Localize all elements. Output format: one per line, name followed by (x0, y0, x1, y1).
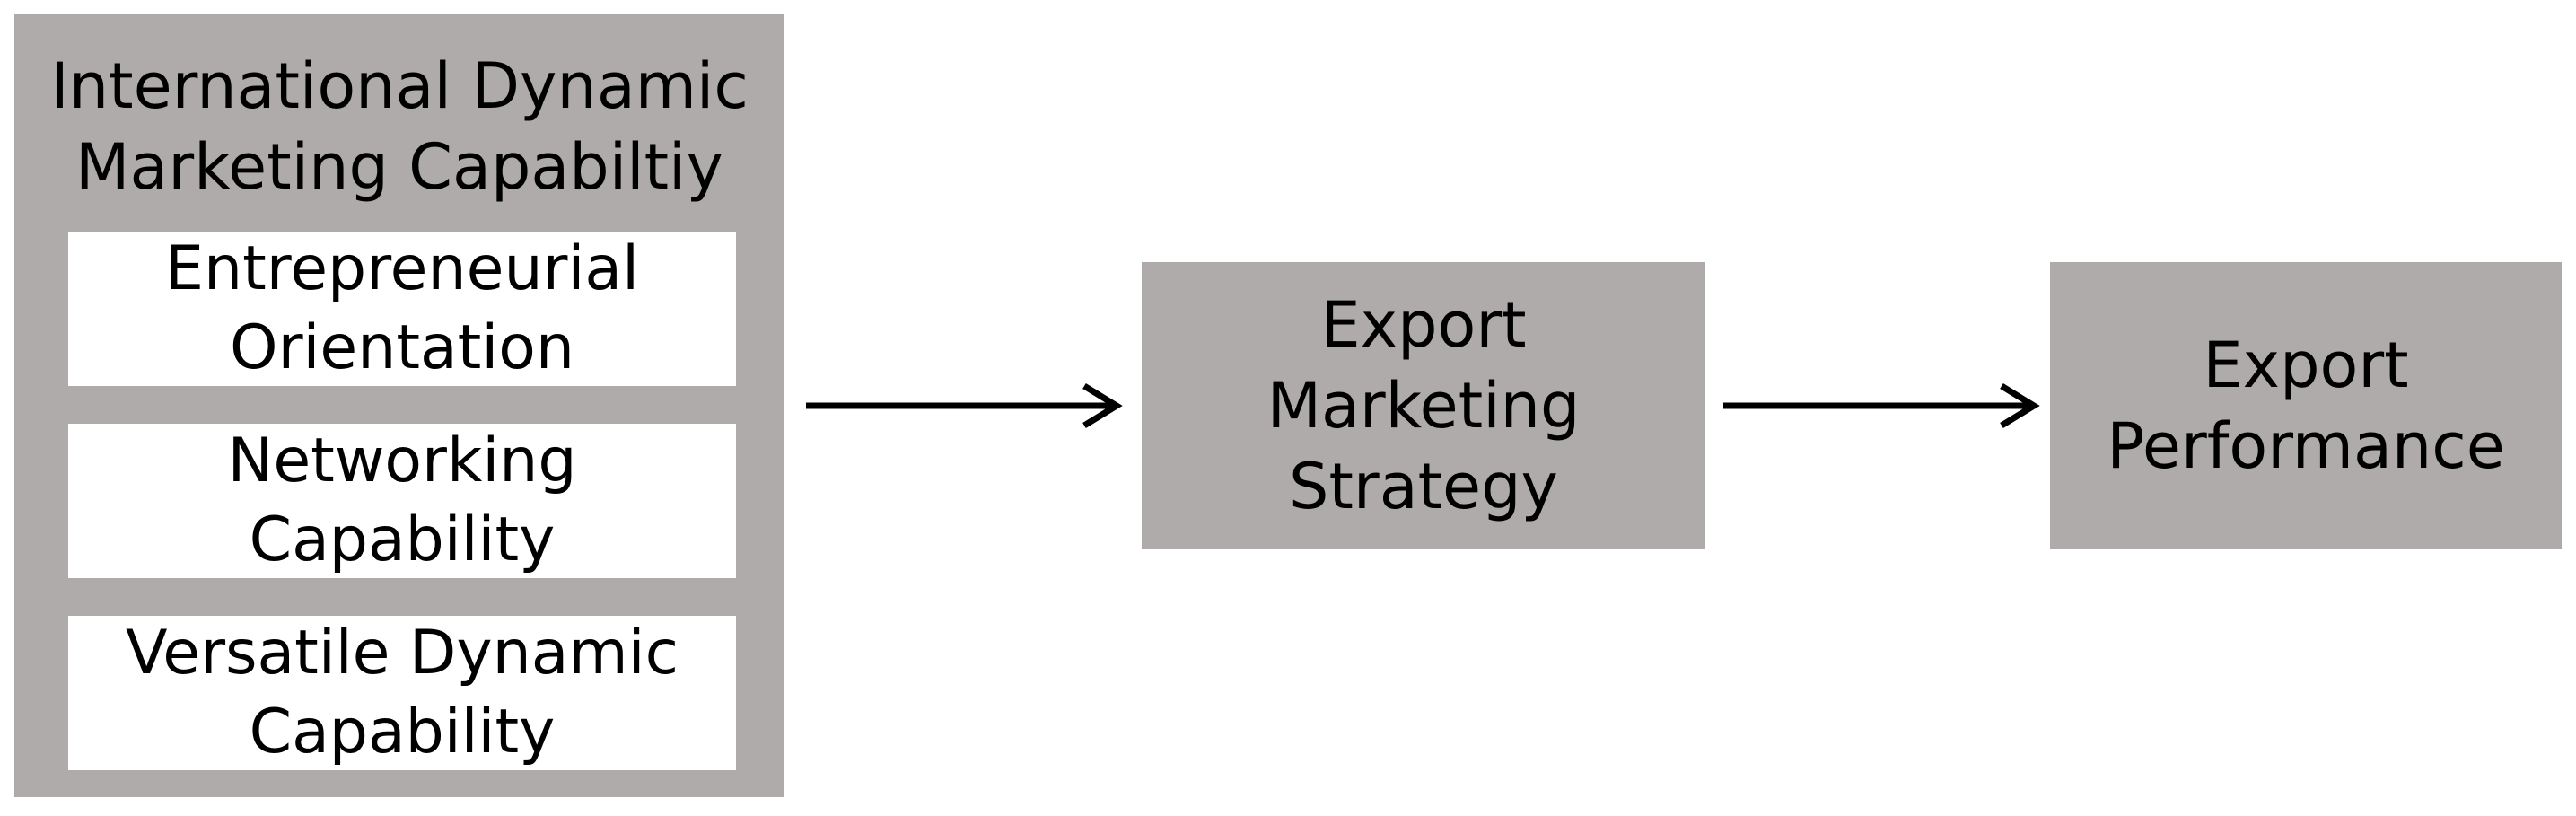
export-marketing-strategy-box: Export Marketing Strategy (1142, 262, 1705, 549)
versatile-dynamic-capability-box: Versatile Dynamic Capability (68, 616, 736, 770)
entrepreneurial-orientation-box: Entrepreneurial Orientation (68, 232, 736, 386)
arrow-head (2000, 383, 2040, 428)
networking-capability-box: Networking Capability (68, 424, 736, 578)
idmc-title: International Dynamic Marketing Capabilt… (50, 49, 749, 204)
arrow-head (1082, 383, 1123, 428)
export-performance-box: Export Performance (2050, 262, 2562, 549)
arrow-idmc-to-strategy (806, 383, 1123, 428)
arrow-strategy-to-performance (1723, 383, 2040, 428)
